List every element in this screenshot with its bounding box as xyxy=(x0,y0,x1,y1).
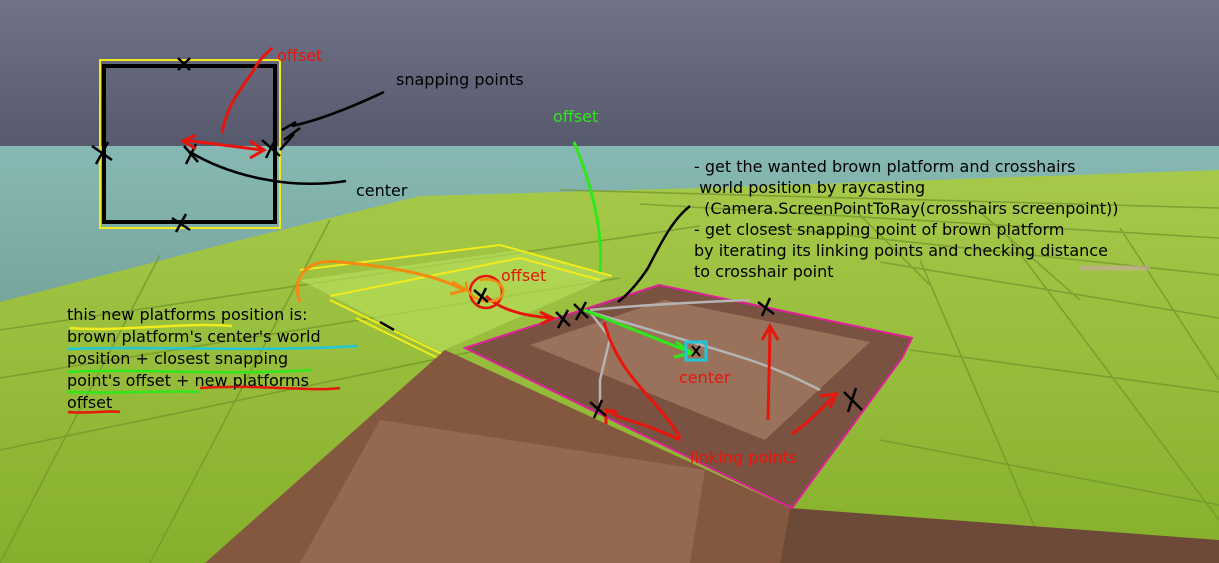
formula-underlines xyxy=(67,323,359,414)
steps-note-line-4: - get closest snapping point of brown pl… xyxy=(694,220,1065,239)
formula-note-line-3: position + closest snapping xyxy=(67,349,289,368)
formula-orange-arrow xyxy=(295,259,470,303)
steps-note-line-2: world position by raycasting xyxy=(694,178,926,197)
brown-platform-lower-top xyxy=(300,420,705,563)
scene-snap-markers xyxy=(379,287,863,419)
brown-platform-side xyxy=(780,508,1219,563)
steps-note-line-5: by iterating its linking points and chec… xyxy=(694,241,1108,260)
formula-note-line-4: point's offset + new platforms xyxy=(67,371,309,390)
formula-note-line-1: this new platforms position is: xyxy=(67,305,308,324)
center-marker xyxy=(684,340,708,362)
offset-red-stroke-diagram xyxy=(220,46,274,134)
steps-note-line-1: - get the wanted brown platform and cros… xyxy=(694,157,1076,176)
snap-to-center-green-arrow xyxy=(583,308,696,359)
offset-green-stroke xyxy=(572,141,603,273)
steps-note-line-3: (Camera.ScreenPointToRay(crosshairs scre… xyxy=(694,199,1119,218)
offset-red-arrow-scene xyxy=(484,294,557,326)
center-pointer xyxy=(189,150,347,185)
scene-linking-points-label: linking points xyxy=(690,448,798,467)
scene-offset-red-label: offset xyxy=(501,266,547,285)
linking-points-red-arrows xyxy=(602,321,839,442)
steps-note-line-6: to crosshair point xyxy=(694,262,834,281)
diagram-offset-label: offset xyxy=(277,46,323,65)
snapping-points-pointer xyxy=(279,90,385,151)
offset-red-arrow-diagram xyxy=(179,133,267,160)
sky xyxy=(0,0,1219,152)
brown-platform-inner xyxy=(530,300,870,440)
diagram-center-label: center xyxy=(356,181,408,200)
formula-note-line-5: offset xyxy=(67,393,113,412)
diagram-square xyxy=(102,64,277,224)
formula-note-line-2: brown platform's center's world xyxy=(67,327,321,346)
scene-center-label: center xyxy=(679,368,731,387)
crosshair-pointer xyxy=(617,205,691,303)
linking-point-arrows xyxy=(589,265,1150,405)
diagram-snapping-points-label: snapping points xyxy=(396,70,524,89)
preview-platform xyxy=(300,250,612,352)
diagram-square-yellow xyxy=(99,59,281,229)
center-marker-x xyxy=(691,345,701,357)
offset-red-circle-orange xyxy=(464,277,505,303)
scene-offset-green-label: offset xyxy=(553,107,599,126)
